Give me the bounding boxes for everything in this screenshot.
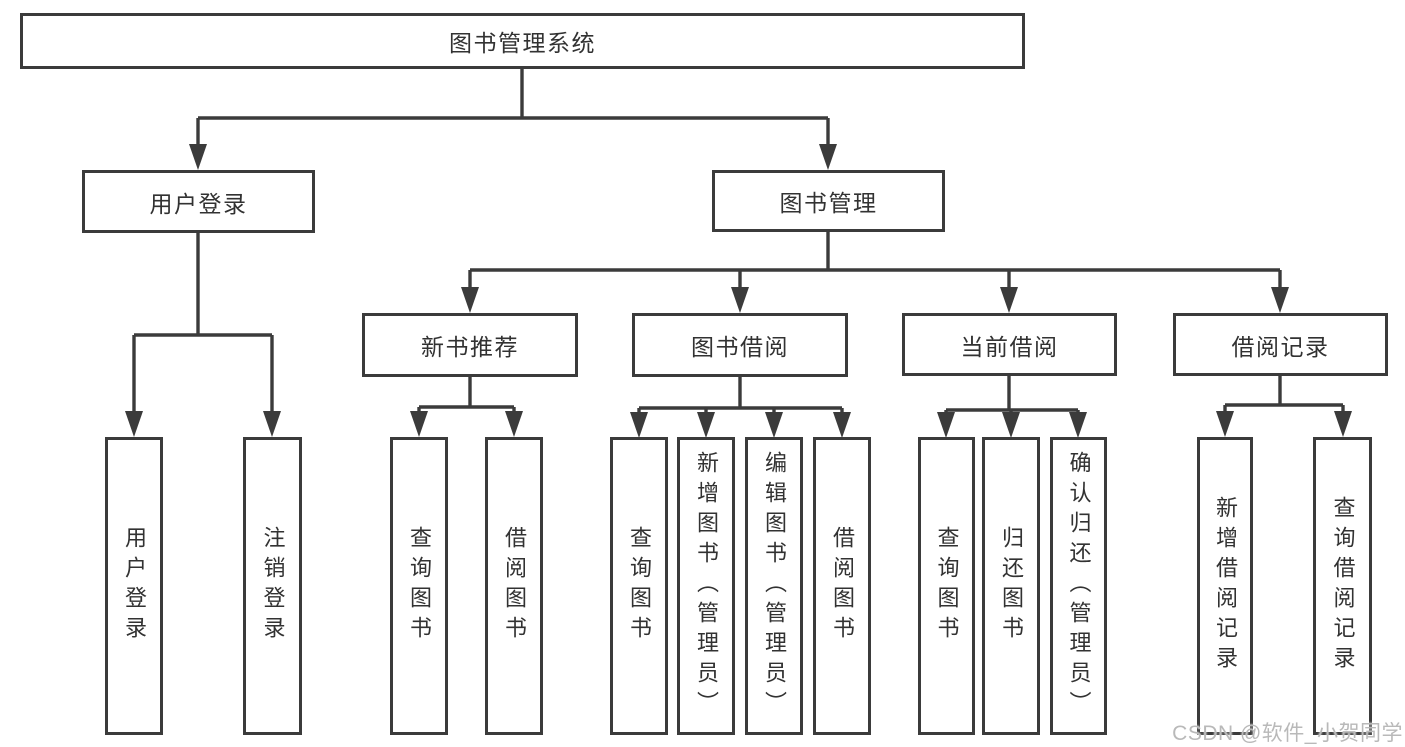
leaf-edit-book-admin: 编辑图书（管理员） xyxy=(745,437,803,735)
node-label: 借阅图书 xyxy=(830,526,855,646)
node-label: 当前借阅 xyxy=(960,333,1059,360)
leaf-add-book-admin: 新增图书（管理员） xyxy=(677,437,735,735)
node-label: 新增图书（管理员） xyxy=(694,451,719,721)
node-new-book-recommend: 新书推荐 xyxy=(362,313,578,377)
node-label: 新增借阅记录 xyxy=(1213,496,1238,676)
leaf-logout: 注销登录 xyxy=(243,437,302,735)
leaf-query-borrow-record: 查询借阅记录 xyxy=(1313,437,1372,735)
node-borrowing-records: 借阅记录 xyxy=(1173,313,1388,376)
leaf-query-books-recommend: 查询图书 xyxy=(390,437,448,735)
leaf-query-books-current: 查询图书 xyxy=(918,437,975,735)
node-root-system: 图书管理系统 xyxy=(20,13,1025,69)
leaf-add-borrow-record: 新增借阅记录 xyxy=(1197,437,1253,735)
node-book-management: 图书管理 xyxy=(712,170,945,232)
node-label: 查询借阅记录 xyxy=(1330,496,1356,676)
node-current-borrowing: 当前借阅 xyxy=(902,313,1117,376)
node-label: 图书管理系统 xyxy=(449,30,596,56)
leaf-confirm-return-admin: 确认归还（管理员） xyxy=(1050,437,1107,735)
node-label: 新书推荐 xyxy=(421,334,519,360)
csdn-watermark: CSDN @软件_小贺同学 xyxy=(1172,722,1403,745)
node-book-borrowing: 图书借阅 xyxy=(632,313,848,377)
leaf-return-book: 归还图书 xyxy=(982,437,1040,735)
node-label: 借阅图书 xyxy=(502,526,527,646)
node-label: 查询图书 xyxy=(627,526,652,646)
node-label: 查询图书 xyxy=(407,526,432,646)
node-label: 查询图书 xyxy=(934,526,960,646)
leaf-borrow-books: 借阅图书 xyxy=(813,437,871,735)
node-label: 图书管理 xyxy=(779,190,878,216)
node-label: 编辑图书（管理员） xyxy=(762,451,787,721)
node-label: 用户登录 xyxy=(149,190,248,217)
leaf-user-login: 用户登录 xyxy=(105,437,163,735)
node-label: 注销登录 xyxy=(260,526,286,646)
node-user-login: 用户登录 xyxy=(82,170,315,233)
node-label: 图书借阅 xyxy=(691,334,789,360)
node-label: 借阅记录 xyxy=(1231,333,1330,360)
leaf-borrow-books-recommend: 借阅图书 xyxy=(485,437,543,735)
node-label: 归还图书 xyxy=(999,526,1024,646)
leaf-query-books-borrow: 查询图书 xyxy=(610,437,668,735)
node-label: 用户登录 xyxy=(122,526,147,646)
node-label: 确认归还（管理员） xyxy=(1066,451,1092,721)
